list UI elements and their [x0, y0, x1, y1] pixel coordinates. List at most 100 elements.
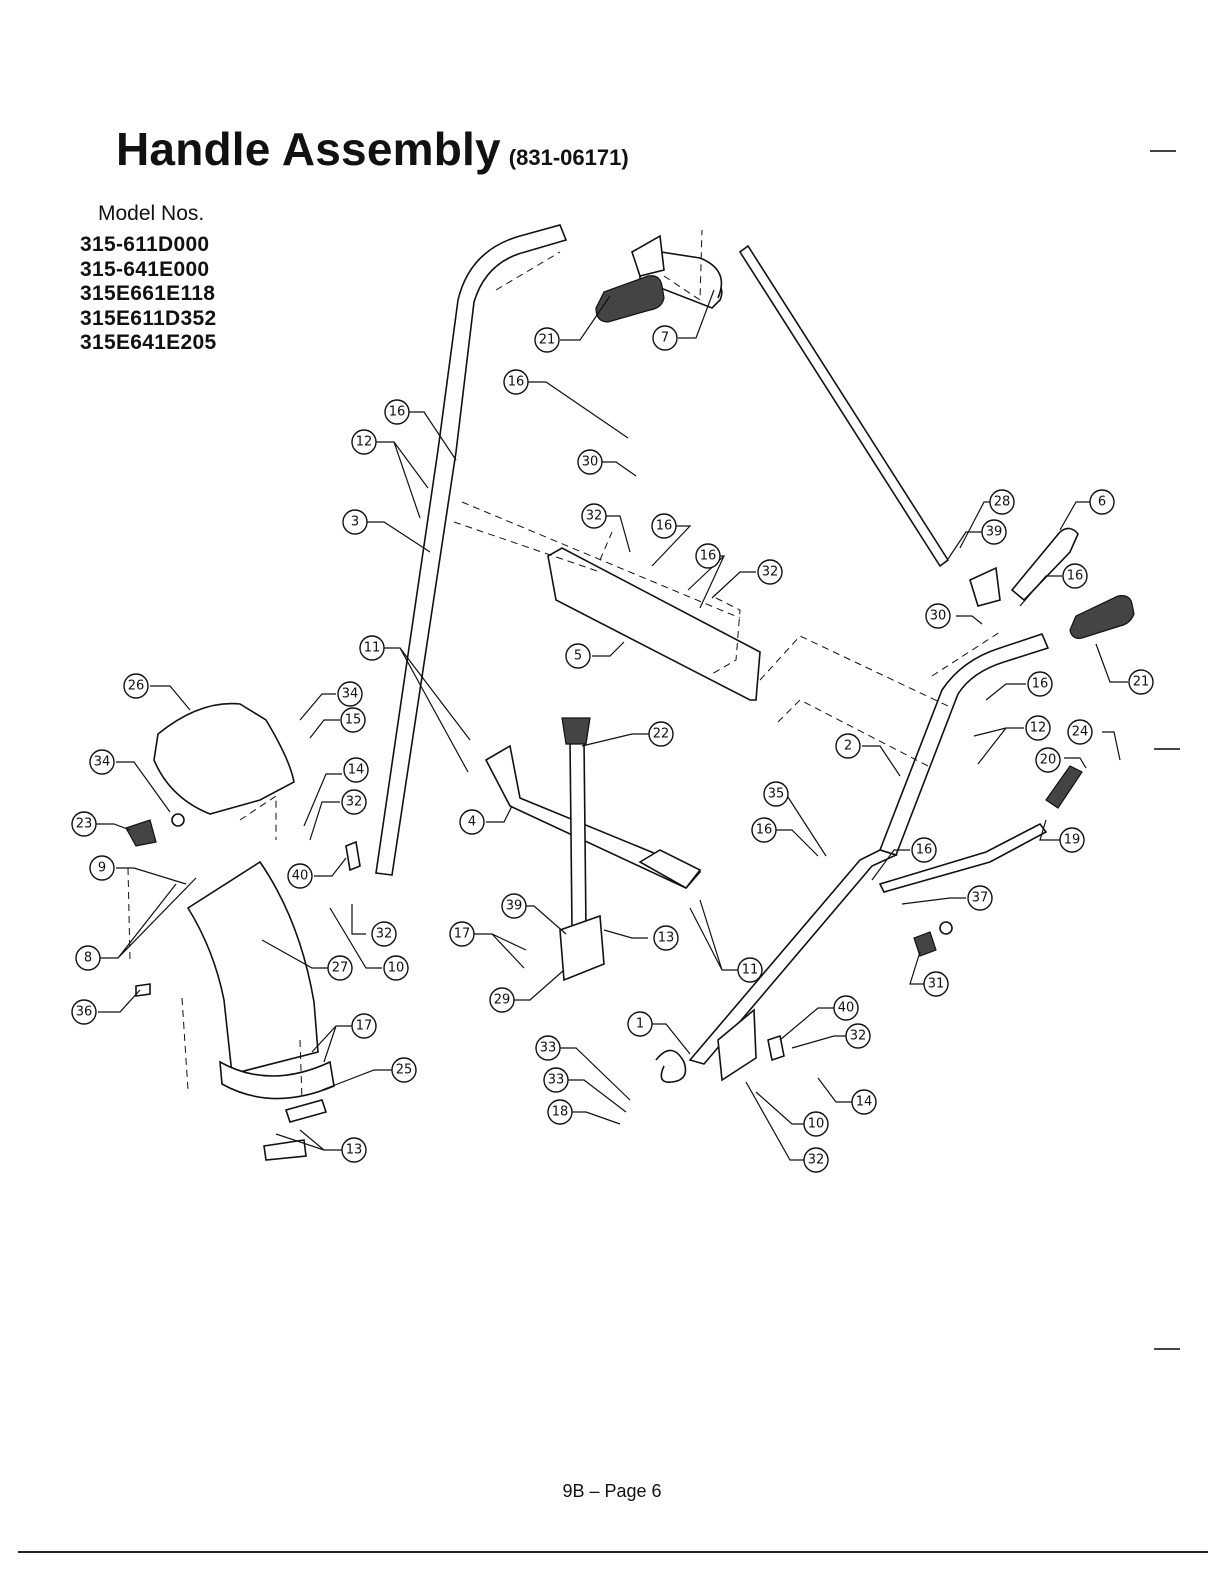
- svg-text:1: 1: [636, 1017, 644, 1032]
- svg-text:10: 10: [388, 961, 405, 976]
- left-hand-grip: [595, 275, 665, 323]
- knob-23: [125, 819, 157, 847]
- svg-text:16: 16: [756, 823, 773, 838]
- right-upper-handle: [878, 633, 1050, 856]
- callout-8: 8: [75, 945, 101, 971]
- svg-text:8: 8: [84, 951, 92, 966]
- edge-mark: [1154, 1348, 1180, 1350]
- edge-mark: [1154, 748, 1180, 750]
- callout-36: 36: [71, 999, 97, 1025]
- svg-text:16: 16: [700, 549, 717, 564]
- discharge-chute: [186, 860, 319, 1076]
- svg-text:15: 15: [345, 713, 362, 728]
- svg-text:39: 39: [506, 899, 523, 914]
- callout-32: 32: [757, 559, 783, 585]
- bracket-40: [345, 840, 361, 872]
- svg-text:36: 36: [76, 1005, 93, 1020]
- callout-2: 2: [835, 733, 861, 759]
- callout-10: 10: [803, 1111, 829, 1137]
- callout-35: 35: [763, 781, 789, 807]
- callout-40: 40: [833, 995, 859, 1021]
- callout-21: 21: [1128, 669, 1154, 695]
- model-numbers-list: 315-611D000 315-641E000 315E661E118 315E…: [80, 233, 216, 356]
- callout-3: 3: [342, 509, 368, 535]
- crossbar-plate: [638, 849, 702, 890]
- callout-32: 32: [341, 789, 367, 815]
- crank-handle: [1045, 765, 1083, 809]
- page-title: Handle Assembly(831-06171): [116, 122, 629, 176]
- callout-11: 11: [359, 635, 385, 661]
- svg-text:17: 17: [356, 1019, 373, 1034]
- dash-line: [663, 229, 703, 301]
- model-number: 315E661E118: [80, 282, 216, 305]
- svg-text:4: 4: [468, 815, 476, 830]
- svg-text:28: 28: [994, 495, 1011, 510]
- chute-clamp-25: [284, 1099, 328, 1123]
- svg-text:7: 7: [661, 331, 669, 346]
- callout-13: 13: [653, 925, 679, 951]
- callout-39: 39: [501, 893, 527, 919]
- svg-text:5: 5: [574, 649, 582, 664]
- svg-text:32: 32: [586, 509, 603, 524]
- callout-34: 34: [89, 749, 115, 775]
- bottom-rule: [18, 1551, 1208, 1553]
- svg-text:33: 33: [540, 1041, 557, 1056]
- model-number: 315E641E205: [80, 331, 217, 354]
- svg-text:21: 21: [1133, 675, 1150, 690]
- chute-clip-36: [135, 983, 151, 997]
- callout-5: 5: [565, 643, 591, 669]
- callout-37: 37: [967, 885, 993, 911]
- callout-32: 32: [803, 1147, 829, 1173]
- svg-text:16: 16: [1032, 677, 1049, 692]
- chute-clamp-13: [263, 1139, 307, 1161]
- svg-text:18: 18: [552, 1105, 569, 1120]
- left-handle-bar-upper: [647, 249, 723, 299]
- svg-text:16: 16: [389, 405, 406, 420]
- shift-rod: [569, 739, 587, 931]
- svg-text:25: 25: [396, 1063, 413, 1078]
- svg-text:32: 32: [346, 795, 363, 810]
- callout-39: 39: [981, 519, 1007, 545]
- callout-1: 1: [627, 1011, 653, 1037]
- callout-32: 32: [845, 1023, 871, 1049]
- svg-text:24: 24: [1072, 725, 1089, 740]
- bracket-40-right: [767, 1034, 785, 1062]
- svg-text:12: 12: [356, 435, 373, 450]
- svg-text:11: 11: [742, 963, 759, 978]
- callout-16: 16: [651, 513, 677, 539]
- svg-text:12: 12: [1030, 721, 1047, 736]
- svg-text:17: 17: [454, 927, 471, 942]
- upper-cross-tube: [738, 244, 950, 568]
- svg-text:40: 40: [838, 1001, 855, 1016]
- svg-text:9: 9: [98, 861, 106, 876]
- right-grip-tube: [1010, 527, 1079, 602]
- callout-4: 4: [459, 809, 485, 835]
- svg-text:20: 20: [1040, 753, 1057, 768]
- callout-10: 10: [383, 955, 409, 981]
- svg-text:39: 39: [986, 525, 1003, 540]
- lower-crossbar: [484, 744, 702, 889]
- callout-17: 17: [449, 921, 475, 947]
- model-numbers-label: Model Nos.: [98, 202, 205, 225]
- callout-27: 27: [327, 955, 353, 981]
- svg-text:35: 35: [768, 787, 785, 802]
- dash-line: [495, 251, 561, 291]
- parts-drawing: [125, 224, 1135, 1161]
- svg-text:13: 13: [658, 931, 675, 946]
- svg-text:16: 16: [508, 375, 525, 390]
- callout-19: 19: [1059, 827, 1085, 853]
- chute-deflector: [153, 702, 295, 815]
- model-number: 315-611D000: [80, 233, 210, 256]
- dash-line: [461, 501, 741, 619]
- model-number: 315E611D352: [80, 306, 217, 330]
- dash-line: [711, 597, 741, 675]
- svg-text:32: 32: [808, 1153, 825, 1168]
- dash-line: [599, 531, 613, 561]
- edge-mark: [1150, 150, 1176, 152]
- callout-22: 22: [648, 721, 674, 747]
- model-number: 315-641E000: [80, 257, 210, 281]
- svg-text:2: 2: [844, 739, 852, 754]
- callout-group: 21 7 16 16 12 30 28 6 3 32 16 39 16 32 1…: [71, 325, 1154, 1173]
- svg-text:32: 32: [376, 927, 393, 942]
- dash-line: [239, 795, 277, 840]
